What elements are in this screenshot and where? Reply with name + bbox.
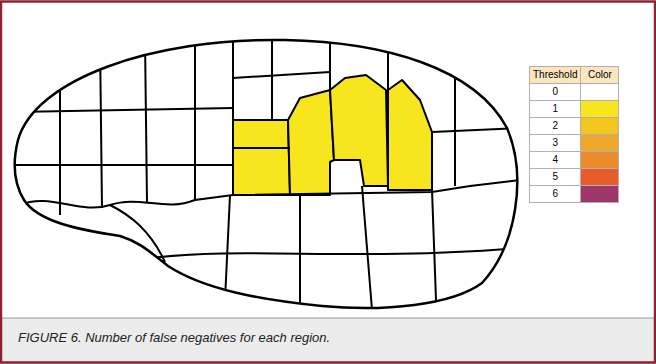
legend-header-row: ThresholdColor — [530, 67, 619, 84]
legend-row: 1 — [530, 101, 619, 118]
legend-row: 6 — [530, 186, 619, 203]
threshold-value: 3 — [530, 135, 581, 152]
legend-row: 2 — [530, 118, 619, 135]
color-swatch — [581, 135, 619, 152]
brain-outline — [15, 40, 517, 308]
threshold-value: 4 — [530, 152, 581, 169]
threshold-value: 2 — [530, 118, 581, 135]
color-swatch — [581, 101, 619, 118]
legend-header-cell: Threshold — [530, 67, 581, 84]
color-swatch — [581, 118, 619, 135]
region-grid — [15, 35, 520, 310]
legend-row: 0 — [530, 84, 619, 101]
threshold-value: 1 — [530, 101, 581, 118]
figure-caption: FIGURE 6. Number of false negatives for … — [18, 330, 330, 345]
threshold-value: 6 — [530, 186, 581, 203]
color-swatch — [581, 186, 619, 203]
caption-rule — [0, 318, 656, 319]
color-swatch — [581, 169, 619, 186]
highlighted-regions — [233, 75, 432, 195]
legend-table: ThresholdColor0123456 — [529, 66, 619, 203]
color-swatch — [581, 84, 619, 101]
legend-row: 4 — [530, 152, 619, 169]
legend-row: 3 — [530, 135, 619, 152]
caption-band — [0, 318, 656, 364]
legend-header-cell: Color — [581, 67, 619, 84]
legend-row: 5 — [530, 169, 619, 186]
threshold-value: 5 — [530, 169, 581, 186]
threshold-value: 0 — [530, 84, 581, 101]
color-swatch — [581, 152, 619, 169]
